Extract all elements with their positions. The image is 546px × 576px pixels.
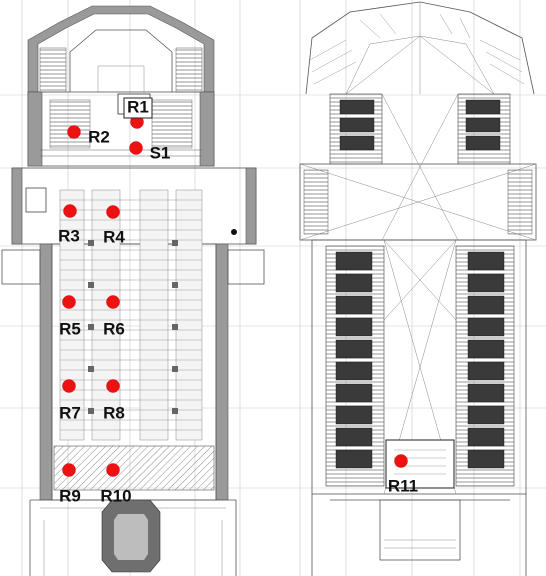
- marker-label-r9: R9: [59, 486, 81, 505]
- marker-dot-r4: [106, 205, 120, 219]
- nave-bays-left: [335, 251, 373, 469]
- marker-label-r11: R11: [388, 476, 418, 495]
- nave-bays-right: [467, 251, 505, 469]
- pews: [59, 189, 203, 441]
- marker-dot-r9: [62, 463, 76, 477]
- narthex: [53, 445, 215, 491]
- marker-dot-r6: [106, 295, 120, 309]
- marker-label-s1: S1: [150, 143, 171, 162]
- marker-label-r2: R2: [88, 127, 110, 146]
- marker-label-r4: R4: [103, 227, 125, 246]
- marker-dot-r2: [67, 125, 81, 139]
- apse-inner: [69, 29, 173, 92]
- marker-label-r1: R1: [127, 97, 149, 116]
- marker-dot-r5: [62, 295, 76, 309]
- transept-outline: [11, 167, 257, 245]
- marker-label-r8: R8: [103, 403, 125, 422]
- marker-dot-r10: [106, 463, 120, 477]
- left-floor-plan: [1, 5, 265, 576]
- marker-label-r6: R6: [103, 319, 125, 338]
- marker-dot-r8: [106, 379, 120, 393]
- marker-dot-r11: [394, 454, 408, 468]
- right-floor-plan: [299, 1, 537, 576]
- marker-label-r3: R3: [58, 226, 80, 245]
- marker-label-r7: R7: [59, 403, 81, 422]
- marker-label-r5: R5: [59, 319, 81, 338]
- marker-dot-r3: [63, 204, 77, 218]
- nave-wall-right: [215, 243, 229, 501]
- marker-dot-s1: [129, 141, 143, 155]
- marker-label-box-r1: [123, 97, 153, 119]
- columns: [88, 240, 178, 414]
- marker-label-r10: R10: [100, 486, 131, 505]
- upper-bays: [339, 99, 501, 151]
- nave-wall-left: [39, 243, 53, 501]
- marker-dot-r7: [62, 379, 76, 393]
- pew-rows: [60, 199, 202, 431]
